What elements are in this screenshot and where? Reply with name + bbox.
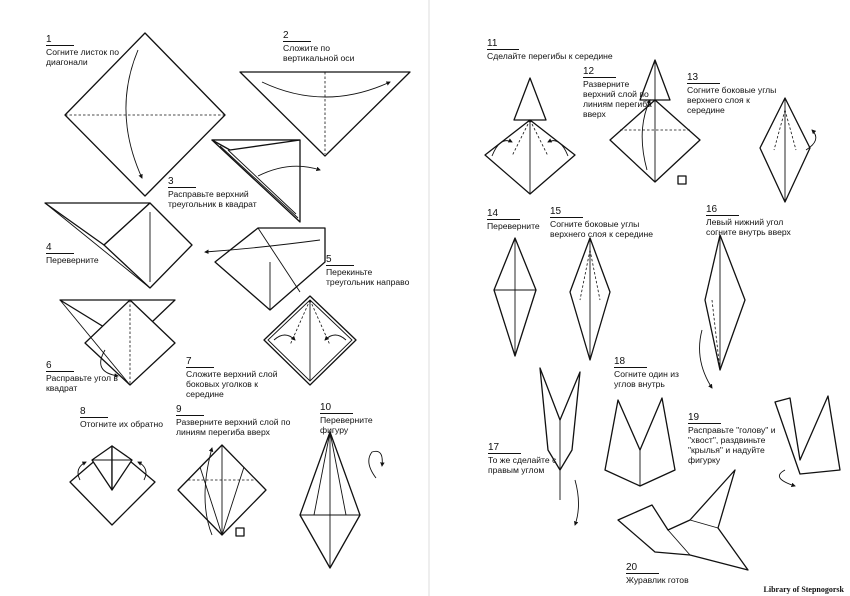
step-caption: Переверните фигуру [320, 415, 373, 435]
step-17: 17 То же сделайте с правым углом [488, 442, 558, 475]
step-8: 8 Отогните их обратно [80, 406, 170, 429]
fig-step-2 [239, 71, 411, 157]
step-10: 10 Переверните фигуру [320, 402, 390, 435]
step-caption: Левый нижний угол согните внутрь вверх [706, 217, 791, 237]
step-caption: Согните листок по диагонали [46, 47, 119, 67]
step-number: 4 [46, 242, 74, 254]
fig-step-3 [211, 139, 321, 223]
fig-step-14 [493, 237, 537, 357]
step-number: 16 [706, 204, 740, 216]
step-number: 6 [46, 360, 74, 372]
fig-step-10 [299, 431, 385, 569]
step-9: 9 Разверните верхний слой по линиям пере… [176, 404, 291, 437]
fig-step-11 [484, 77, 576, 195]
step-number: 15 [550, 206, 584, 218]
step-19: 19 Расправьте "голову" и "хвост", раздви… [688, 412, 778, 465]
step-number: 1 [46, 34, 74, 46]
step-caption: Сделайте перегибы к середине [487, 51, 613, 61]
fig-step-6 [59, 299, 176, 386]
fig-step-16 [699, 234, 746, 389]
step-number: 12 [583, 66, 617, 78]
step-20: 20 Журавлик готов [626, 562, 716, 585]
step-caption: Расправьте верхний треугольник в квадрат [168, 189, 257, 209]
fig-step-17 [539, 367, 581, 526]
step-caption: Разверните верхний слой по линиям переги… [176, 417, 291, 437]
step-number: 11 [487, 38, 520, 50]
step-caption: Согните боковые углы верхнего слоя к сер… [550, 219, 654, 239]
step-number: 9 [176, 404, 204, 416]
step-14: 14 Переверните [487, 208, 557, 231]
step-caption: Переверните [487, 221, 540, 231]
step-number: 3 [168, 176, 196, 188]
step-number: 17 [488, 442, 522, 454]
step-caption: Расправьте "голову" и "хвост", раздвиньт… [688, 425, 776, 465]
fig-step-9 [177, 444, 267, 537]
step-number: 13 [687, 72, 721, 84]
step-caption: Сложите верхний слой боковых уголков к с… [186, 369, 278, 399]
step-number: 8 [80, 406, 108, 418]
step-1: 1 Согните листок по диагонали [46, 34, 136, 67]
step-caption: Журавлик готов [626, 575, 689, 585]
fig-step-4 [44, 202, 193, 289]
step-caption: Согните один из углов внутрь [614, 369, 679, 389]
step-caption: Отогните их обратно [80, 419, 164, 429]
step-caption: Разверните верхний слой по линиям переги… [583, 79, 652, 119]
step-4: 4 Переверните [46, 242, 116, 265]
step-caption: Согните боковые углы верхнего слоя к сер… [687, 85, 777, 115]
step-number: 10 [320, 402, 354, 414]
step-2: 2 Сложите по вертикальной оси [283, 30, 373, 63]
fig-step-7 [263, 295, 357, 386]
step-7: 7 Сложите верхний слой боковых уголков к… [186, 356, 286, 399]
step-number: 20 [626, 562, 660, 574]
step-6: 6 Расправьте угол в квадрат [46, 360, 126, 393]
step-5: 5 Перекиньте треугольник направо [326, 254, 416, 287]
step-number: 5 [326, 254, 354, 266]
step-number: 19 [688, 412, 722, 424]
fig-step-18 [604, 397, 676, 487]
step-caption: Расправьте угол в квадрат [46, 373, 118, 393]
step-number: 7 [186, 356, 214, 368]
fig-step-20 [617, 469, 749, 571]
fig-step-13 [759, 97, 817, 203]
fig-step-1 [64, 32, 226, 197]
fig-step-19 [774, 395, 841, 488]
step-12: 12 Разверните верхний слой по линиям пер… [583, 66, 653, 119]
step-number: 14 [487, 208, 521, 220]
step-caption: Перекиньте треугольник направо [326, 267, 410, 287]
step-13: 13 Согните боковые углы верхнего слоя к … [687, 72, 777, 115]
fig-step-8 [69, 445, 156, 526]
step-16: 16 Левый нижний угол согните внутрь ввер… [706, 204, 806, 237]
fig-step-5 [204, 227, 326, 311]
credit-watermark: Library of Stepnogorsk [763, 585, 844, 594]
step-18: 18 Согните один из углов внутрь [614, 356, 689, 389]
fig-step-15 [569, 237, 611, 361]
step-11: 11 Сделайте перегибы к середине [487, 38, 627, 61]
step-caption: Сложите по вертикальной оси [283, 43, 355, 63]
fig-step-12 [609, 59, 701, 185]
step-number: 18 [614, 356, 648, 368]
step-caption: То же сделайте с правым углом [488, 455, 557, 475]
step-caption: Переверните [46, 255, 99, 265]
step-3: 3 Расправьте верхний треугольник в квадр… [168, 176, 268, 209]
step-15: 15 Согните боковые углы верхнего слоя к … [550, 206, 665, 239]
step-number: 2 [283, 30, 311, 42]
